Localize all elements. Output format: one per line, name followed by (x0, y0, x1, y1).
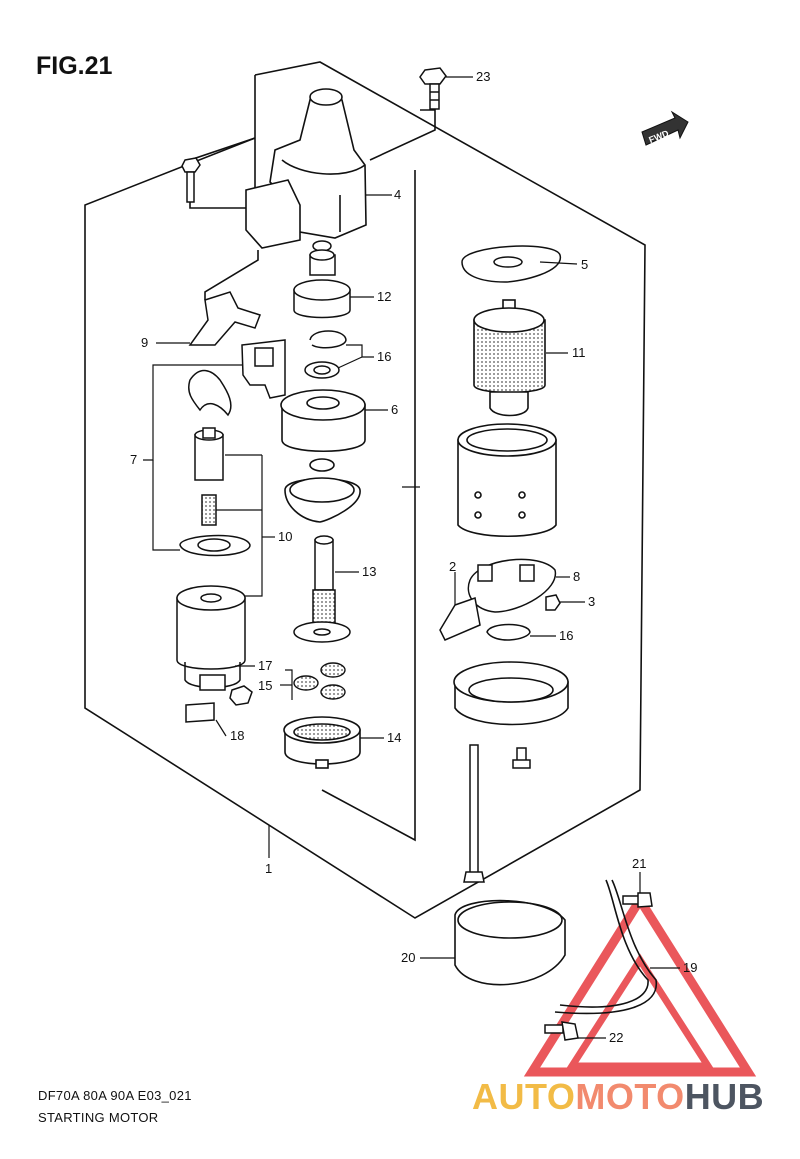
callout-17: 17 (258, 658, 273, 673)
part-7-contact-group (188, 339, 286, 526)
callout-14: 14 (387, 730, 402, 745)
callout-8: 8 (573, 569, 581, 584)
part-12-pinion-gear (293, 240, 351, 319)
callout-leaders (143, 76, 680, 1039)
part-8-brush-holder (439, 558, 561, 641)
figure-name-caption: STARTING MOTOR (38, 1110, 159, 1125)
part-10-plunger-plate (176, 534, 251, 689)
figure-title: FIG.21 (36, 52, 113, 80)
part-19-strap (554, 879, 657, 1015)
part-13-output-shaft (293, 535, 351, 643)
callout-15: 15 (258, 678, 273, 693)
part-11-armature (473, 299, 546, 417)
part-5-cover-plate (461, 245, 561, 283)
watermark-text: AUTOMOTOHUB (472, 1076, 764, 1118)
callout-22: 22 (609, 1030, 624, 1045)
callout-1: 1 (265, 861, 273, 876)
watermark-part-hub: HUB (684, 1076, 765, 1117)
part-17-18-terminals (185, 674, 253, 723)
callout-3: 3 (588, 594, 596, 609)
watermark-part-moto: MOTO (575, 1076, 685, 1117)
part-through-bolt (463, 744, 531, 883)
part-23-bolt (419, 67, 447, 110)
callout-18: 18 (230, 728, 245, 743)
callout-23: 23 (476, 69, 491, 84)
watermark-part-auto: AUTO (472, 1076, 576, 1117)
part-21-screw (622, 892, 653, 908)
fwd-arrow-icon: FWD (641, 110, 689, 146)
part-rear-end-cover (453, 661, 569, 726)
callout-9: 9 (141, 335, 149, 350)
assembly-outline (84, 61, 646, 919)
part-15-planet-gears (293, 662, 346, 700)
part-4-solenoid-housing (245, 88, 367, 249)
part-16-clip-washer (304, 330, 347, 379)
part-6-drive-end-frame (280, 389, 366, 523)
callout-10: 10 (278, 529, 293, 544)
part-yoke-housing (457, 423, 557, 537)
part-14-ring-gear (283, 716, 361, 769)
callout-12: 12 (377, 289, 392, 304)
model-code-caption: DF70A 80A 90A E03_021 (38, 1088, 192, 1103)
callout-7: 7 (130, 452, 138, 467)
callout-11: 11 (572, 345, 586, 360)
callout-21: 21 (632, 856, 647, 871)
part-20-mounting-band (454, 899, 566, 986)
part-16-lower-clip (486, 623, 531, 641)
part-bolt-left-top (181, 157, 201, 203)
callout-13: 13 (362, 564, 377, 579)
callout-6: 6 (391, 402, 399, 417)
callout-5: 5 (581, 257, 589, 272)
callout-16-upper: 16 (377, 349, 392, 364)
callout-2: 2 (449, 559, 457, 574)
part-9-shift-lever (188, 291, 261, 346)
callout-20: 20 (401, 950, 416, 965)
callout-19: 19 (683, 960, 698, 975)
callout-16-lower: 16 (559, 628, 574, 643)
callout-4: 4 (394, 187, 402, 202)
